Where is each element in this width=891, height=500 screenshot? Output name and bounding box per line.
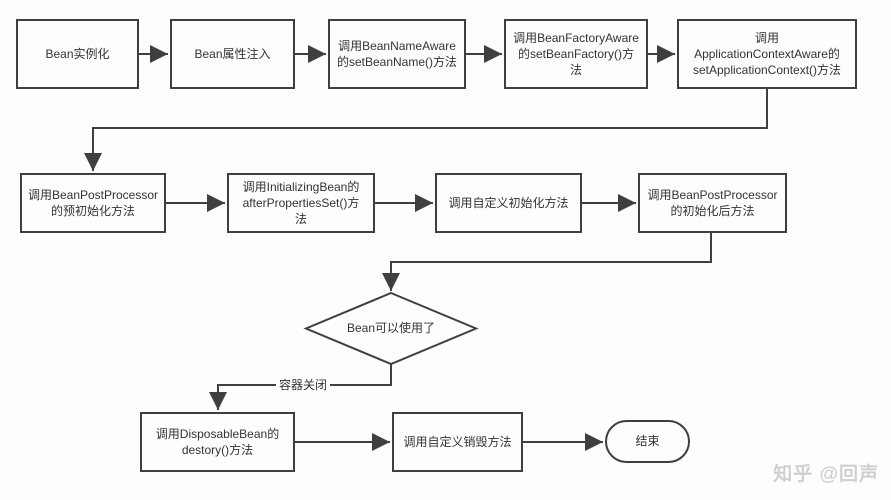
edge-label-container-close: 容器关闭 bbox=[276, 377, 331, 393]
node-set-application-context: 调用 ApplicationContextAware的 setApplicati… bbox=[677, 19, 857, 89]
node-bean-property-injection: Bean属性注入 bbox=[170, 19, 295, 89]
node-disposable-bean-destory: 调用DisposableBean的 destory()方法 bbox=[140, 412, 295, 472]
node-set-bean-factory: 调用BeanFactoryAware 的setBeanFactory()方 法 bbox=[504, 19, 648, 89]
arrow-postinit-to-decision bbox=[382, 233, 712, 291]
node-custom-destroy: 调用自定义销毁方法 bbox=[392, 412, 523, 472]
node-bean-instantiate: Bean实例化 bbox=[16, 19, 139, 89]
node-post-processor-after: 调用BeanPostProcessor 的初始化后方法 bbox=[638, 173, 787, 233]
node-after-properties-set: 调用InitializingBean的 afterPropertiesSet()… bbox=[227, 173, 375, 233]
decision-diamond-shape bbox=[303, 291, 479, 366]
terminal-end: 结束 bbox=[605, 420, 690, 463]
arrow-appcontext-to-preinit bbox=[84, 89, 768, 171]
node-set-bean-name: 调用BeanNameAware 的setBeanName()方法 bbox=[328, 19, 466, 89]
node-post-processor-before: 调用BeanPostProcessor 的预初始化方法 bbox=[20, 173, 166, 233]
node-custom-init: 调用自定义初始化方法 bbox=[435, 173, 582, 233]
decision-bean-ready-label: Bean可以使用了 bbox=[346, 321, 436, 336]
zhihu-watermark: 知乎 @回声 bbox=[773, 464, 879, 485]
